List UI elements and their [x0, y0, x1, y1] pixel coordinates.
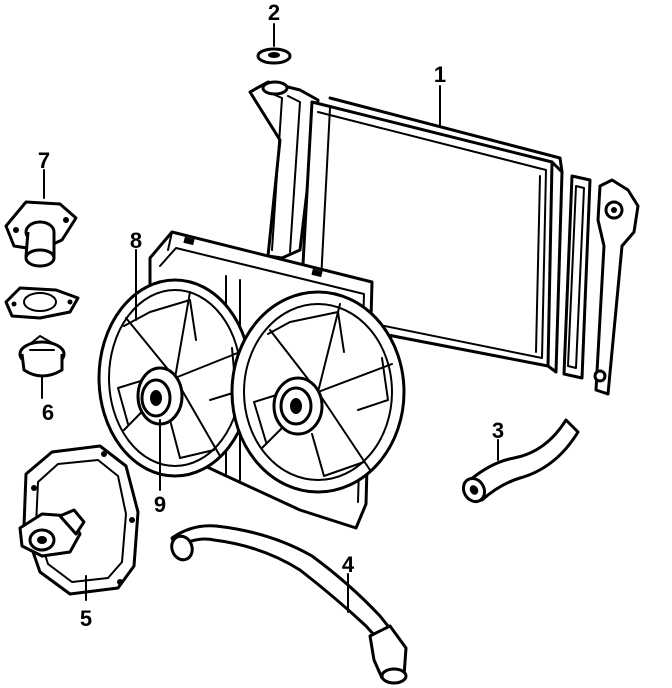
- callout-2: 2: [268, 0, 280, 25]
- callout-7: 7: [38, 148, 50, 173]
- callout-5: 5: [80, 606, 92, 631]
- part-8-fan-shroud: [97, 230, 406, 530]
- part-6-thermostat: [18, 335, 66, 399]
- callout-labels: 1 2 3 4 5 6 7 8 9: [38, 0, 504, 631]
- callout-6: 6: [42, 400, 54, 425]
- part-2-radiator-cap: [256, 23, 292, 65]
- callout-3: 3: [492, 418, 504, 443]
- part-5-water-pump: [18, 444, 140, 601]
- callout-4: 4: [342, 552, 355, 577]
- part-4-lower-hose: [170, 524, 408, 685]
- part-7-thermostat-housing: [4, 169, 78, 268]
- callout-9: 9: [154, 492, 166, 517]
- part-3-upper-hose: [461, 418, 580, 504]
- thermostat-gasket: [4, 286, 80, 320]
- callout-8: 8: [130, 228, 142, 253]
- callout-1: 1: [434, 62, 446, 87]
